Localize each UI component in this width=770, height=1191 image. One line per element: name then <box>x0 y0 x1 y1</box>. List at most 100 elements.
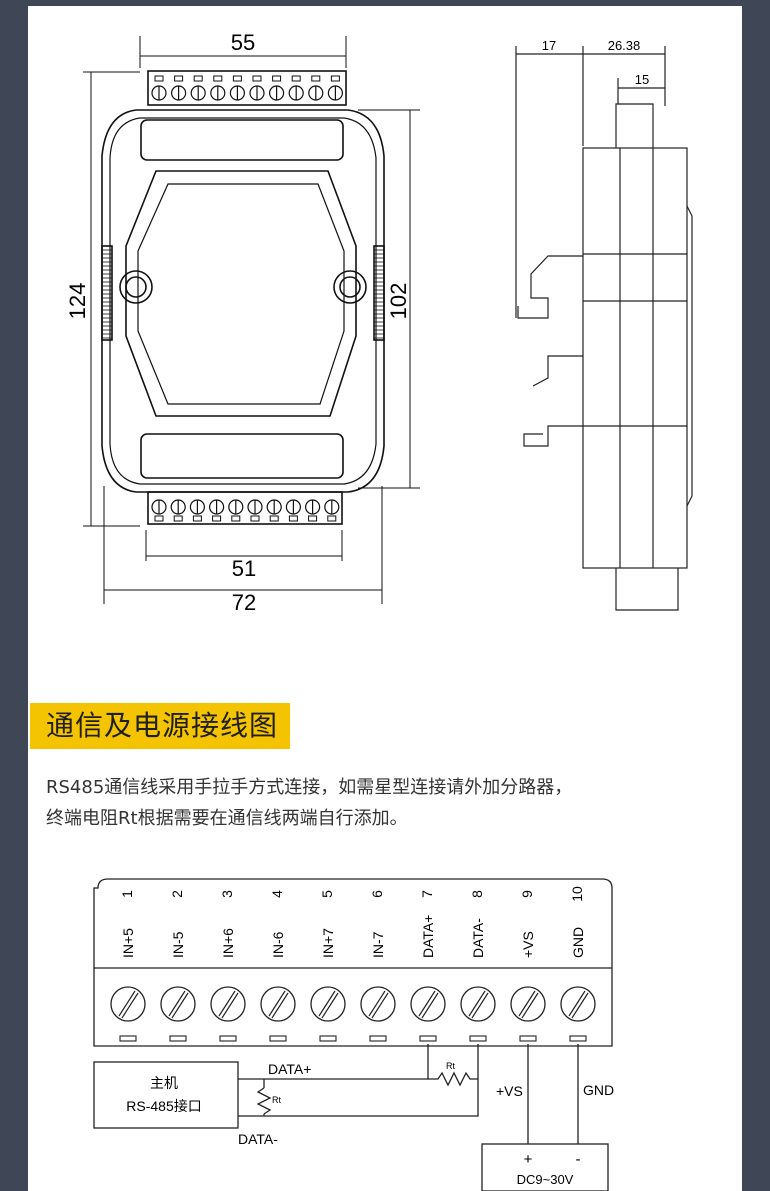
terminal-screw <box>210 75 226 101</box>
terminal-screw <box>151 499 167 522</box>
terminal-4: 4IN-6 <box>260 890 296 1042</box>
terminal-number: 5 <box>319 890 335 898</box>
terminal-number: 9 <box>519 890 535 898</box>
terminal-screw-icon <box>410 986 446 1042</box>
terminal-screw <box>269 75 285 101</box>
terminal-screw <box>288 75 304 101</box>
dim-total-height: 124 <box>65 283 90 320</box>
terminal-screw <box>171 75 187 101</box>
terminal-label: IN+6 <box>220 928 236 958</box>
psu-minus-label: - <box>576 1151 581 1168</box>
host-interface: RS-485接口 <box>126 1098 201 1114</box>
terminal-screw <box>305 499 321 522</box>
terminal-screw <box>308 75 324 101</box>
terminal-3: 3IN+6 <box>210 890 246 1042</box>
terminal-screw <box>249 75 265 101</box>
terminal-number: 3 <box>219 890 235 898</box>
terminal-screw <box>228 499 244 522</box>
dim-depth-left: 17 <box>542 38 556 53</box>
top-terminal-screws <box>151 75 343 101</box>
left-grip <box>101 245 113 341</box>
host-title: 主机 <box>150 1075 178 1091</box>
terminal-label: IN-7 <box>370 931 386 958</box>
bottom-label-panel <box>140 433 344 479</box>
terminal-5: 5IN+7 <box>310 890 346 1042</box>
bottom-terminal-screws <box>151 499 340 522</box>
terminal-screw-icon <box>510 986 546 1042</box>
terminal-screw <box>285 499 301 522</box>
terminal-number: 4 <box>269 890 285 898</box>
terminal-number: 6 <box>369 890 385 898</box>
dim-total-width: 72 <box>232 590 256 615</box>
terminal-2: 2IN-5 <box>160 890 196 1042</box>
terminal-screw-icon <box>260 986 296 1042</box>
terminal-number: 10 <box>569 886 585 902</box>
terminal-screw-icon <box>110 986 146 1042</box>
rt-label-terminal: Rt <box>446 1061 455 1071</box>
dimension-drawing: 55 124 102 51 72 17 26.38 15 <box>65 30 693 615</box>
section-description: RS485通信线采用手拉手方式连接，如需星型连接请外加分路器， 终端电阻Rt根据… <box>46 772 736 834</box>
front-face <box>125 170 357 417</box>
rt-label-host: Rt <box>272 1095 281 1105</box>
wiring-lines <box>238 1044 609 1191</box>
top-terminal-block <box>147 70 347 106</box>
terminal-number: 1 <box>119 890 135 898</box>
side-body <box>582 147 688 569</box>
description-line-1: RS485通信线采用手拉手方式连接，如需星型连接请外加分路器， <box>46 777 573 798</box>
terminal-screw <box>266 499 282 522</box>
terminal-screw <box>170 499 186 522</box>
dim-rail-offset: 15 <box>635 72 649 87</box>
terminal-screw-icon <box>360 986 396 1042</box>
terminal-screw-icon <box>460 986 496 1042</box>
dim-top-width: 55 <box>231 30 255 55</box>
data-plus-wire-label: DATA+ <box>268 1061 311 1077</box>
gnd-wire-label: GND <box>583 1082 614 1098</box>
terminal-strip <box>93 878 613 1047</box>
top-label-panel <box>140 119 344 161</box>
terminal-screw <box>151 75 167 101</box>
terminal-screw <box>209 499 225 522</box>
terminal-label: IN-5 <box>170 931 186 958</box>
left-mount-screw <box>119 270 153 304</box>
product-detail-page: 55 124 102 51 72 17 26.38 15 <box>28 6 742 1191</box>
data-minus-wire-label: DATA- <box>238 1131 278 1147</box>
dim-bottom-width: 51 <box>232 556 256 581</box>
bottom-terminal-block <box>147 491 343 525</box>
section-title: 通信及电源接线图 <box>30 703 291 749</box>
description-line-2: 终端电阻Rt根据需要在通信线两端自行添加。 <box>46 808 408 829</box>
terminal-screw-icon <box>210 986 246 1042</box>
module-body <box>101 109 385 493</box>
host-box <box>93 1061 239 1129</box>
right-mount-screw <box>333 270 367 304</box>
terminal-label: DATA+ <box>420 915 436 958</box>
vs-wire-label: +VS <box>496 1083 523 1099</box>
psu-voltage-label: DC9~30V <box>517 1172 574 1187</box>
right-grip <box>373 245 385 341</box>
terminal-screw <box>229 75 245 101</box>
terminal-1: 1IN+5 <box>110 890 146 1042</box>
terminal-9: 9 +VS <box>510 890 546 1042</box>
terminal-number: 7 <box>419 890 435 898</box>
terminal-screw <box>327 75 343 101</box>
psu-plus-label: + <box>524 1151 533 1168</box>
terminal-screw <box>190 75 206 101</box>
terminal-6: 6IN-7 <box>360 890 396 1042</box>
terminal-number: 2 <box>169 890 185 898</box>
terminal-label: DATA- <box>470 918 486 958</box>
terminal-label: +VS <box>520 931 536 958</box>
terminal-label: IN+5 <box>120 928 136 958</box>
terminal-label: IN-6 <box>270 931 286 958</box>
terminal-screw-icon <box>560 986 596 1042</box>
terminal-screw <box>189 499 205 522</box>
terminal-screw-icon <box>310 986 346 1042</box>
terminal-number: 8 <box>469 890 485 898</box>
dim-depth-right: 26.38 <box>608 38 641 53</box>
dim-body-height: 102 <box>386 283 411 320</box>
terminal-screw <box>324 499 340 522</box>
front-dimensions <box>83 36 420 604</box>
